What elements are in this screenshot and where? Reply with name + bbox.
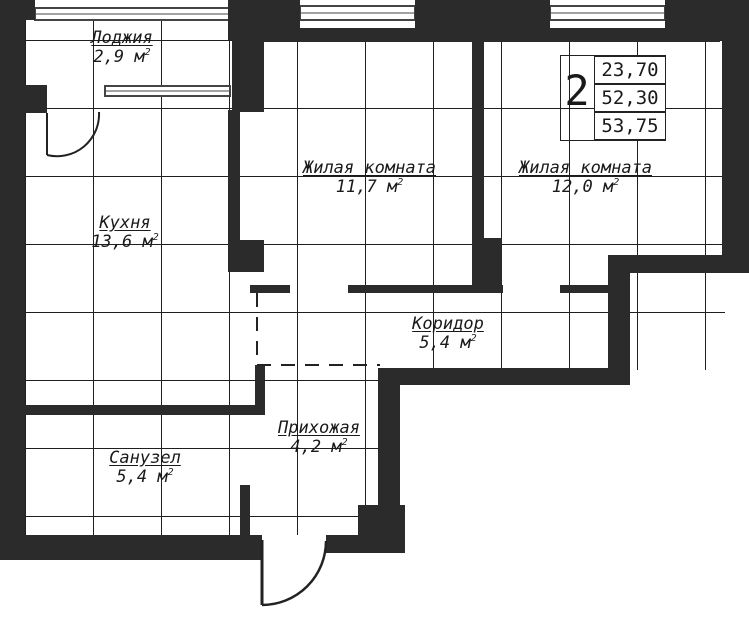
room-label-living-room-1: Жилая комната 11,7 м2 <box>302 158 437 197</box>
living-area: 23,70 <box>594 56 666 84</box>
room-label-corridor: Коридор 5,4 м2 <box>412 314 484 353</box>
total-area-with-loggia: 53,75 <box>594 112 666 140</box>
room-label-bathroom: Санузел 5,4 м2 <box>109 448 181 487</box>
room-label-loggia: Лоджия 2,9 м2 <box>91 28 153 67</box>
walls <box>0 0 749 560</box>
rooms-count: 2 <box>564 66 590 115</box>
room-label-living-room-2: Жилая комната 12,0 м2 <box>518 158 653 197</box>
total-area: 52,30 <box>594 84 666 112</box>
room-label-hallway: Прихожая 4,2 м2 <box>278 418 360 457</box>
zone-separators <box>256 293 380 366</box>
doors <box>46 111 328 607</box>
area-summary: 2 23,70 52,30 53,75 <box>560 55 666 141</box>
room-label-kitchen: Кухня 13,6 м2 <box>91 213 159 252</box>
